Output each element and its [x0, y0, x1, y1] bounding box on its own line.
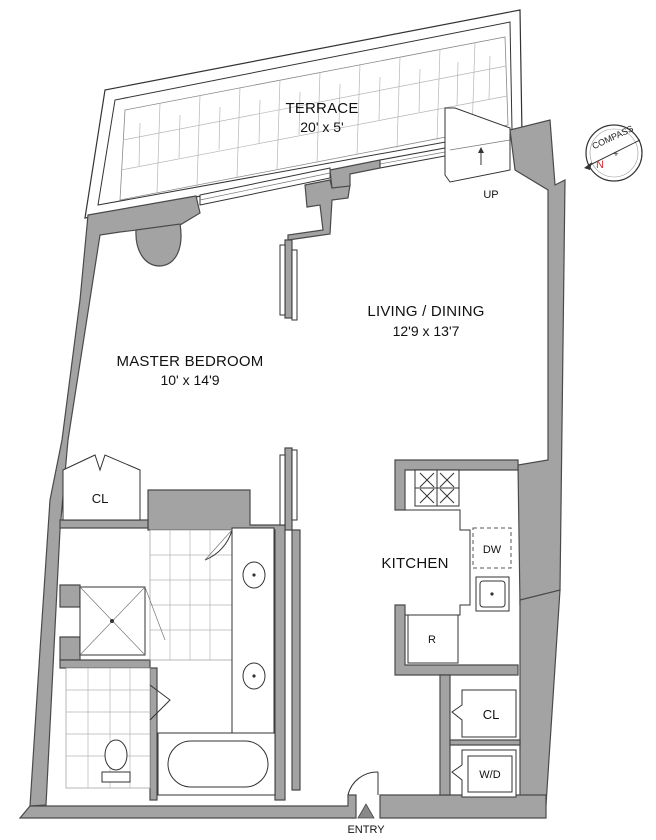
living-dining-name: LIVING / DINING [367, 303, 484, 320]
stairs-up-label: UP [483, 189, 498, 201]
entry-arrow-icon [357, 803, 375, 819]
hall-closet[interactable]: CL [451, 689, 517, 738]
washer-dryer-label: W/D [479, 769, 500, 781]
living-dining-dims: 12'9 x 13'7 [393, 323, 460, 339]
compass: COMPASS N + [584, 123, 643, 182]
washer-dryer[interactable]: W/D [451, 749, 517, 798]
hall-closet-label: CL [483, 707, 500, 722]
stove-icon [414, 469, 460, 507]
sliding-doors [279, 244, 298, 526]
entry-door[interactable] [347, 771, 379, 819]
bedroom-closet[interactable]: CL [62, 454, 141, 521]
kitchen-sink-icon [475, 576, 510, 612]
entry-label: ENTRY [347, 824, 385, 836]
refrigerator-label: R [428, 634, 436, 646]
terrace-name: TERRACE [285, 100, 358, 117]
terrace-tiles [119, 36, 509, 201]
bathroom [65, 527, 276, 796]
svg-text:+: + [613, 149, 618, 159]
terrace-dims: 20' x 5' [300, 119, 343, 135]
vanity [231, 527, 275, 734]
refrigerator [407, 614, 459, 664]
kitchen: DW R [405, 469, 512, 664]
compass-needle-icon [587, 139, 641, 167]
compass-north-label: N [596, 159, 604, 171]
kitchen-name: KITCHEN [381, 555, 448, 572]
dishwasher-label: DW [483, 544, 502, 556]
master-bedroom-name: MASTER BEDROOM [117, 353, 264, 370]
terrace-area [84, 9, 523, 219]
dishwasher [472, 527, 512, 569]
toilet-icon [101, 739, 131, 783]
master-bedroom-dims: 10' x 14'9 [160, 372, 219, 388]
walls [18, 119, 566, 819]
bedroom-closet-label: CL [92, 491, 109, 506]
